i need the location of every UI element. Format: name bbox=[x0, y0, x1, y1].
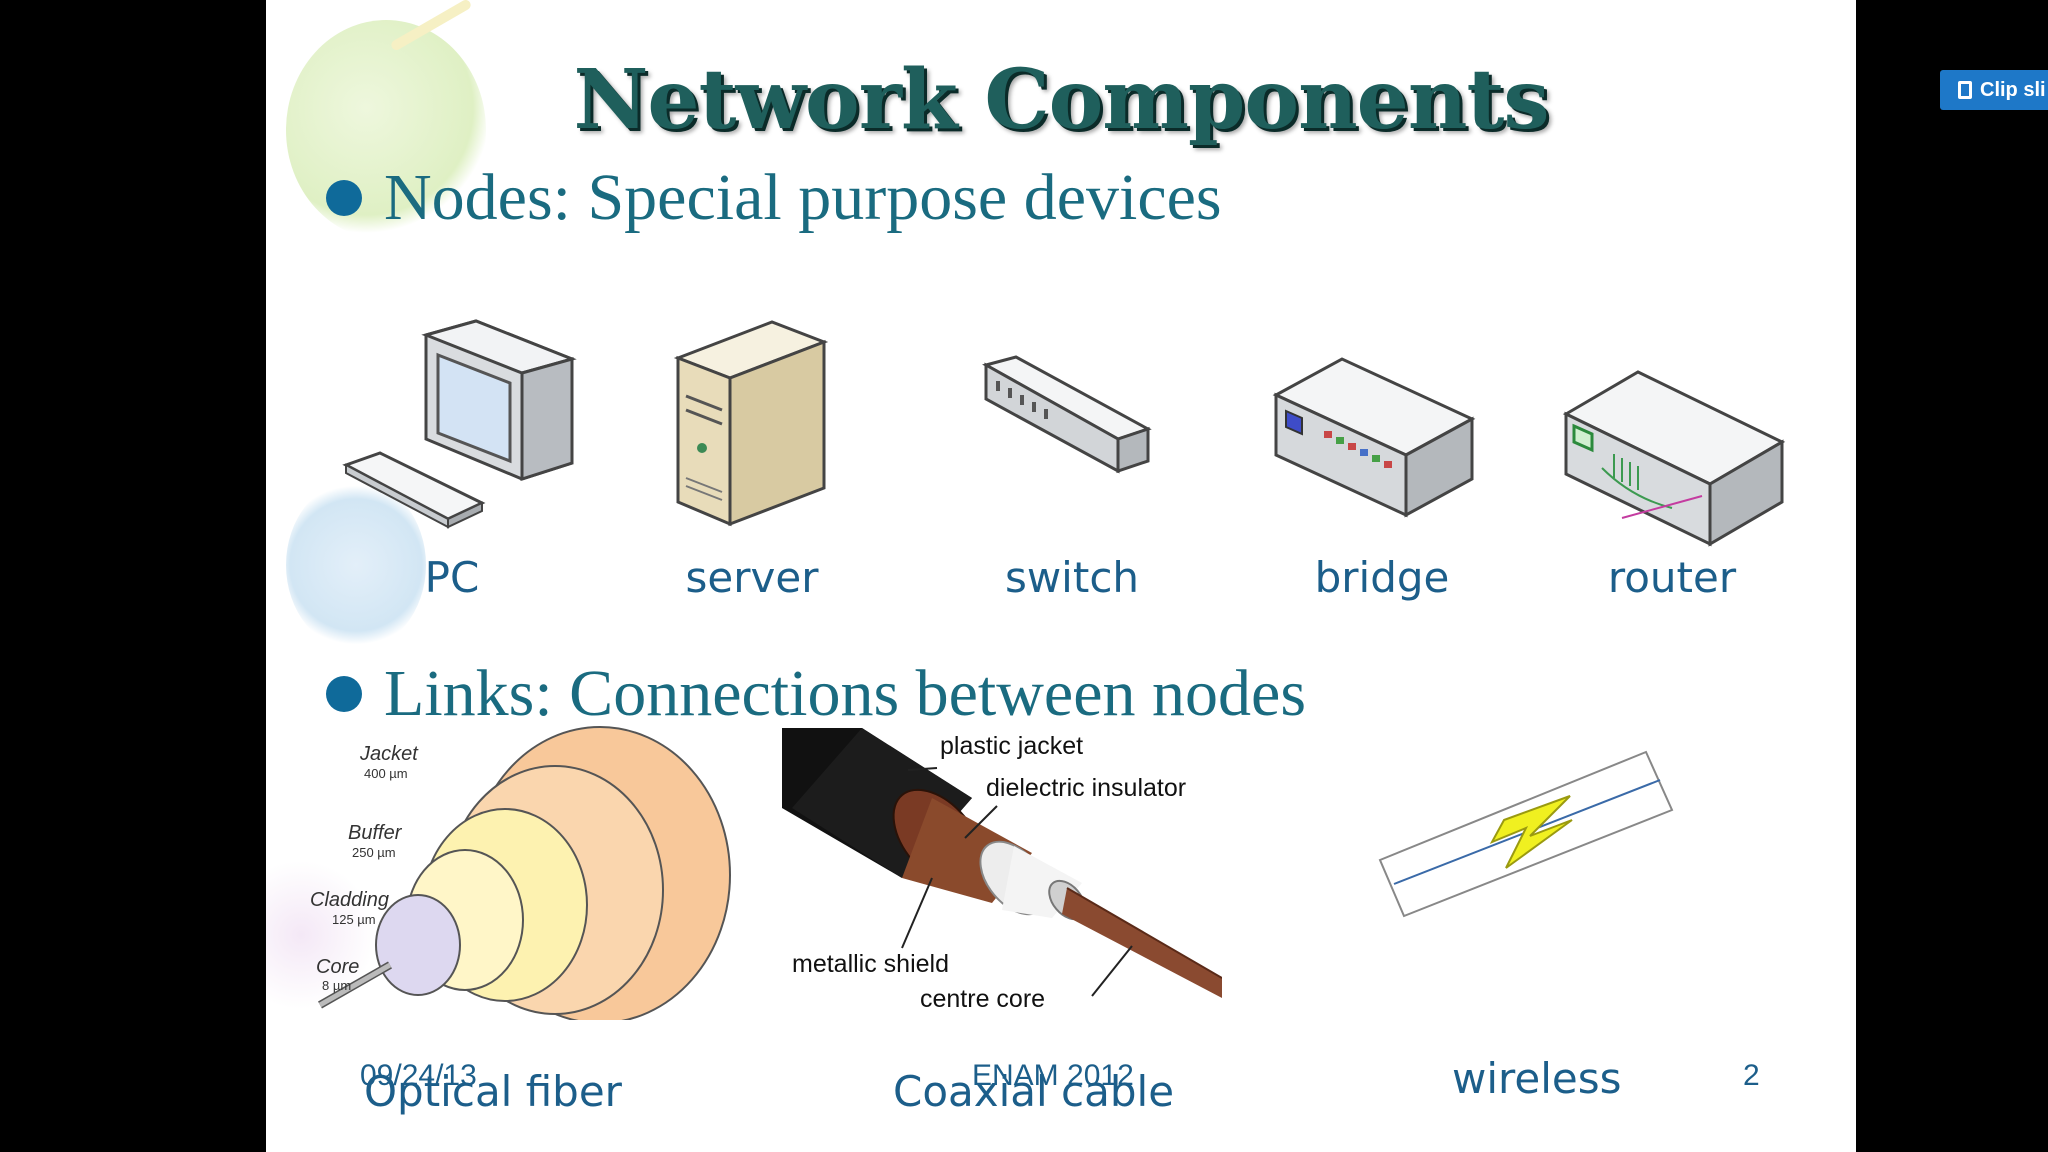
bullet-dot bbox=[326, 676, 362, 712]
coax-label: metallic shield bbox=[792, 950, 949, 978]
decor-circle-blue bbox=[286, 480, 426, 650]
fiber-layer-name: Cladding bbox=[310, 889, 389, 911]
coax-caption: Coaxial cable bbox=[893, 1067, 1175, 1116]
coax-label: centre core bbox=[920, 985, 1045, 1013]
server-icon bbox=[673, 320, 829, 527]
fiber-layer-name: Buffer bbox=[348, 822, 403, 844]
bridge-icon bbox=[1272, 357, 1476, 518]
bullet-links: Links: Connections between nodes bbox=[326, 656, 1306, 732]
node-label-server: server bbox=[685, 553, 819, 602]
router-icon bbox=[1562, 370, 1786, 547]
bullet-text: Links: Connections between nodes bbox=[384, 657, 1307, 730]
footer-date: 09/24/13 bbox=[360, 1059, 477, 1092]
bullet-text: Nodes: Special purpose devices bbox=[384, 161, 1222, 234]
clip-icon bbox=[1958, 81, 1972, 99]
fiber-layer-size: 250 µm bbox=[352, 845, 396, 860]
coax-label: dielectric insulator bbox=[986, 774, 1186, 802]
fiber-layer-size: 8 µm bbox=[322, 978, 351, 993]
pc-icon bbox=[342, 319, 577, 529]
node-label-bridge: bridge bbox=[1314, 553, 1450, 602]
fiber-layer-name: Core bbox=[316, 956, 359, 978]
footer-center: ENAM 2012 bbox=[972, 1059, 1134, 1092]
bullet-dot bbox=[326, 180, 362, 216]
fiber-layer-size: 400 µm bbox=[364, 766, 408, 781]
optical-fiber-diagram: Jacket 400 µm Buffer 250 µm Cladding 125… bbox=[310, 726, 731, 1020]
coax-label: plastic jacket bbox=[940, 732, 1083, 760]
node-label-pc: PC bbox=[424, 553, 480, 602]
footer-page-number: 2 bbox=[1743, 1059, 1760, 1092]
switch-icon bbox=[982, 355, 1152, 474]
fiber-caption: Optical fiber bbox=[364, 1067, 622, 1116]
bullet-nodes: Nodes: Special purpose devices bbox=[326, 160, 1222, 236]
wireless-caption: wireless bbox=[1452, 1054, 1622, 1103]
wireless-icon bbox=[1378, 750, 1674, 918]
fiber-layer-name: Jacket bbox=[359, 743, 419, 765]
slide-title: Network Components bbox=[573, 52, 1549, 148]
slide: Network Components Nodes: Special purpos… bbox=[266, 0, 1856, 1152]
node-label-switch: switch bbox=[1004, 553, 1140, 602]
clip-slide-label: Clip sli bbox=[1980, 78, 2046, 101]
clip-slide-button[interactable]: Clip sli bbox=[1940, 70, 2048, 110]
fiber-layer-size: 125 µm bbox=[332, 912, 376, 927]
decor-circle-green bbox=[286, 20, 486, 240]
coaxial-cable-diagram: plastic jacket dielectric insulator meta… bbox=[782, 728, 1222, 1013]
node-label-router: router bbox=[1607, 553, 1737, 602]
